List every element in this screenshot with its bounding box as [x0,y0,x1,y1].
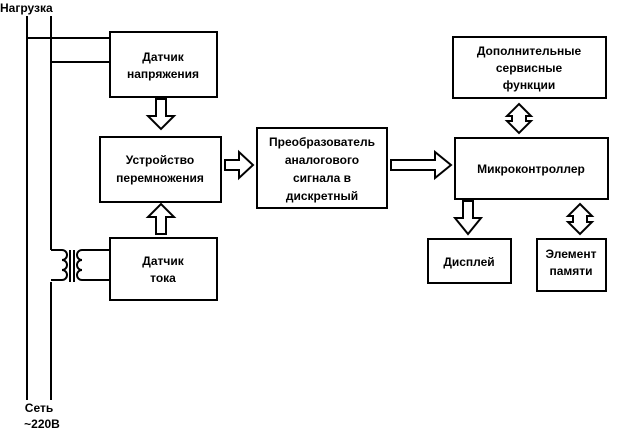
arrow-current-to-multiplier [145,202,177,235]
current-sensor-block [109,237,218,301]
service-functions-label-line1: Дополнительные [477,44,582,58]
service-functions-label-line3: функции [503,78,555,92]
microcontroller-block [454,137,609,200]
memory-label-line2: памяти [549,264,592,278]
memory-block [536,238,607,292]
multiplier-label-line2: перемножения [116,171,204,185]
multiplier-label-line1: Устройство [126,153,194,167]
mains-label-line1: Сеть [25,401,53,415]
microcontroller-label: Микроконтроллер [477,162,585,176]
current-sensor-label-line1: Датчик [142,254,184,268]
display-block [427,238,512,284]
arrow-voltage-to-multiplier [145,98,177,131]
service-functions-block [452,36,607,99]
arrow-multiplier-to-adc [224,149,255,181]
adc-label-line3: сигнала в [293,171,351,185]
arrow-adc-to-microcontroller [390,149,453,181]
voltage-sensor-block [109,31,218,98]
arrow-microcontroller-memory [565,202,595,236]
adc-label-line2: аналогового [285,153,359,167]
voltage-sensor-label-line2: напряжения [127,67,199,81]
current-transformer-icon [51,249,110,282]
display-label: Дисплей [443,255,494,269]
load-label: Нагрузка [0,1,53,15]
arrow-microcontroller-to-display [452,200,484,236]
adc-label-line1: Преобразователь [269,135,375,149]
current-sensor-label-line2: тока [150,271,176,285]
voltage-sensor-label-line1: Датчик [142,50,184,64]
arrow-service-microcontroller [504,102,534,135]
adc-block [256,127,388,209]
adc-label-line4: дискретный [286,189,358,203]
service-functions-label-line2: сервисные [496,61,563,75]
mains-label-line2: ~220В [24,417,60,431]
multiplier-block [99,136,222,203]
memory-label-line1: Элемент [546,247,597,261]
